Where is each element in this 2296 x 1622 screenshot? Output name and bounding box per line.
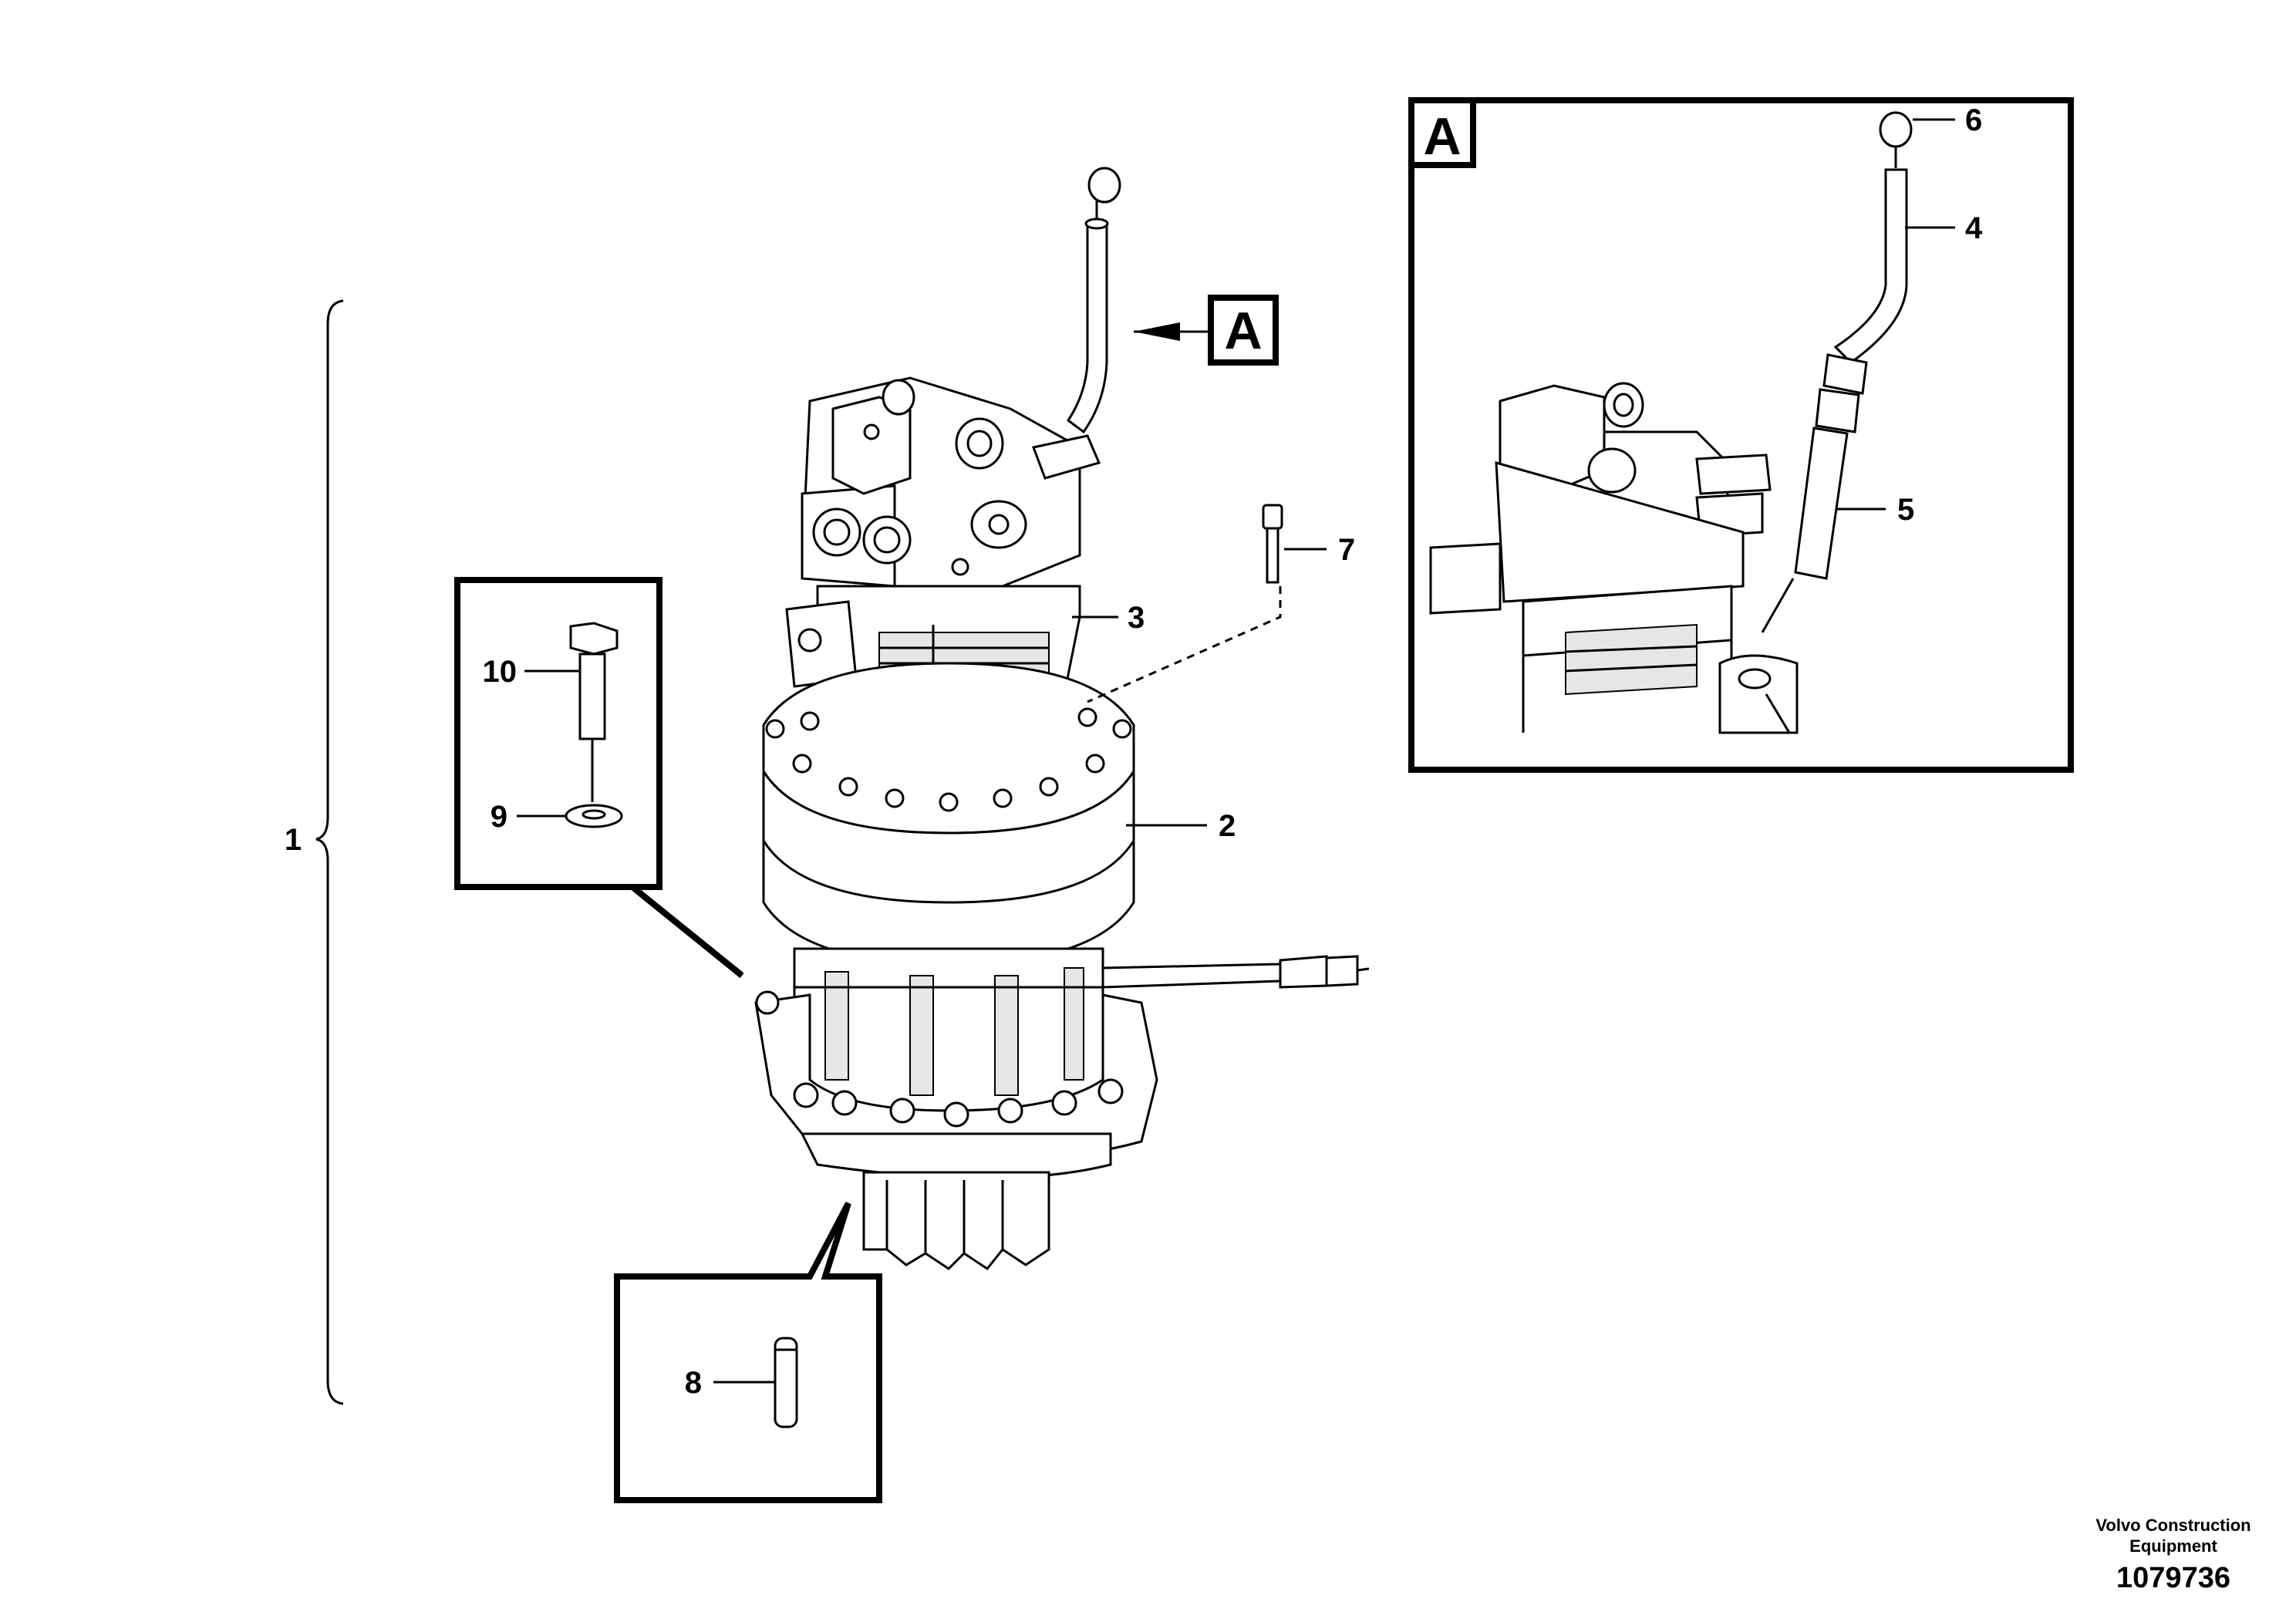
callout-1: 1	[285, 823, 302, 857]
credit-line1: Volvo Construction	[2095, 1516, 2250, 1535]
hex-bolt	[569, 622, 619, 740]
dipstick-tube	[1066, 167, 1121, 434]
callout-3: 3	[1128, 601, 1145, 635]
dowel-pin	[774, 1337, 798, 1428]
callout-6: 6	[1965, 103, 1982, 137]
pinion-gear	[800, 1132, 1112, 1271]
cap-screw	[1262, 504, 1283, 584]
valve-block	[801, 376, 1101, 588]
drain-hose	[1101, 955, 1370, 989]
credit-block: Volvo Construction Equipment 1079736	[2095, 1516, 2250, 1594]
callout-10: 10	[483, 655, 518, 689]
detail-box-bolt-washer	[454, 577, 744, 979]
detail-motor-head	[1429, 382, 1799, 734]
view-a-marker: A	[1134, 295, 1279, 366]
reduction-gear-housing	[762, 662, 1135, 966]
callout-4: 4	[1965, 211, 1983, 245]
detail-a-corner-label: A	[1423, 107, 1461, 166]
washer	[565, 804, 623, 828]
callout-8: 8	[685, 1366, 702, 1400]
lower-housing	[793, 947, 1104, 1112]
callout-2: 2	[1219, 809, 1236, 843]
credit-line2: Equipment	[2129, 1536, 2217, 1556]
callout-7: 7	[1338, 533, 1355, 567]
callout-9: 9	[491, 800, 507, 834]
swing-motor-assembly	[754, 167, 1370, 1271]
assembly-bracket	[315, 299, 344, 1405]
detail-view-a: A	[1408, 97, 2074, 773]
part-number: 1079736	[2116, 1562, 2230, 1594]
detail-dipstick	[1794, 111, 1913, 580]
callout-leaders	[517, 118, 1955, 1384]
mounting-flange	[754, 990, 1158, 1161]
bolt-guide-line	[1087, 586, 1282, 703]
view-a-label: A	[1224, 302, 1262, 360]
flange-bolts	[765, 707, 1132, 812]
detail-box-pin	[614, 1202, 882, 1503]
callout-5: 5	[1897, 493, 1914, 527]
